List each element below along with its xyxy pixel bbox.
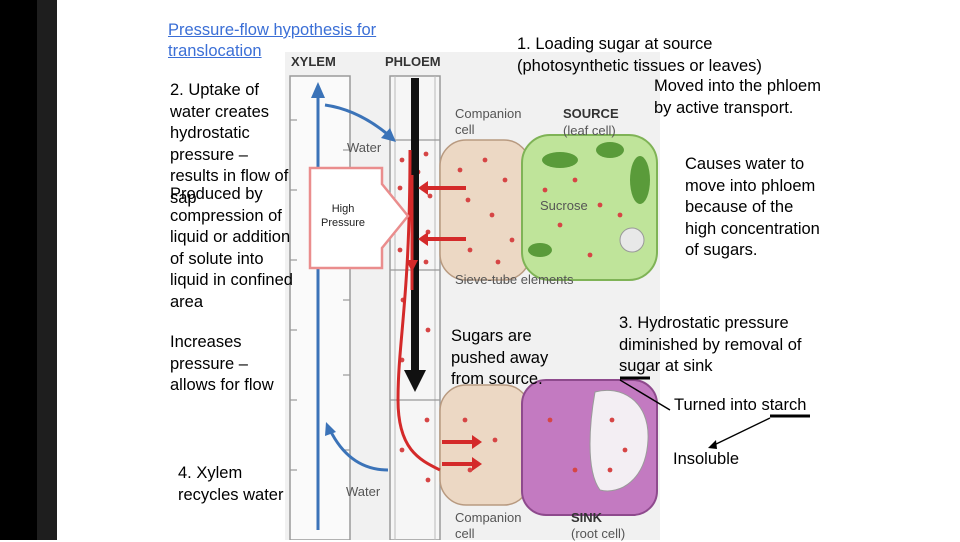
slide-title[interactable]: Pressure-flow hypothesis for translocati… (168, 21, 377, 60)
insoluble-text: Insoluble (673, 450, 740, 468)
starch-pointer-lines (619, 379, 771, 449)
root-cell-label: (root cell) (571, 526, 626, 541)
step2-text: 2. Uptake of water creates hydrostatic p… (170, 81, 289, 207)
step1-text: 1. Loading sugar at source (photosynthet… (517, 35, 762, 75)
sucrose-label: Sucrose (540, 198, 588, 213)
phloem-label: PHLOEM (385, 54, 441, 69)
causes-text: Causes water to move into phloem because… (685, 155, 820, 259)
water-label-bottom: Water (346, 484, 381, 499)
companion-cell-label-bottom: Companion cell (455, 510, 522, 541)
sucrose-dots (397, 151, 628, 483)
sugars-pushed-text: Sugars are pushed away from source. (451, 327, 549, 388)
moved-text: Moved into the phloem by active transpor… (654, 77, 821, 117)
step4-text: 4. Xylem recycles water (178, 464, 284, 504)
phloem-flow-arrow (404, 78, 426, 392)
sieve-tube-label: Sieve-tube elements (455, 272, 574, 287)
increases-text: Increases pressure – allows for flow (170, 333, 274, 394)
turned-into-starch-text: Turned into starch (674, 396, 807, 414)
step3-text: 3. Hydrostatic pressure diminished by re… (619, 314, 802, 375)
water-label-top: Water (347, 140, 382, 155)
xylem-tube (289, 75, 351, 540)
source-label: SOURCE (563, 106, 619, 121)
vacuole-source (619, 227, 645, 253)
slide-left-bar-inner (37, 0, 57, 540)
xylem-label: XYLEM (291, 54, 336, 69)
slide-left-bar (0, 0, 37, 540)
chloroplast-1 (630, 156, 650, 204)
chloroplast-3 (596, 142, 624, 158)
produced-by-text: Produced by compression of liquid or add… (170, 185, 293, 311)
starch-vacuole (589, 389, 649, 492)
leaf-cell-label: (leaf cell) (563, 123, 616, 138)
sink-label: SINK (571, 510, 603, 525)
underline-marks (620, 376, 810, 418)
chloroplast-2 (542, 152, 578, 168)
high-pressure-callout (308, 166, 410, 270)
companion-cell-label-top: Companion cell (455, 106, 522, 137)
companion-cell-bottom (439, 384, 531, 506)
chloroplast-4 (528, 243, 552, 257)
high-pressure-label: High Pressure (320, 203, 366, 229)
sugar-loading-arrows (406, 181, 482, 471)
